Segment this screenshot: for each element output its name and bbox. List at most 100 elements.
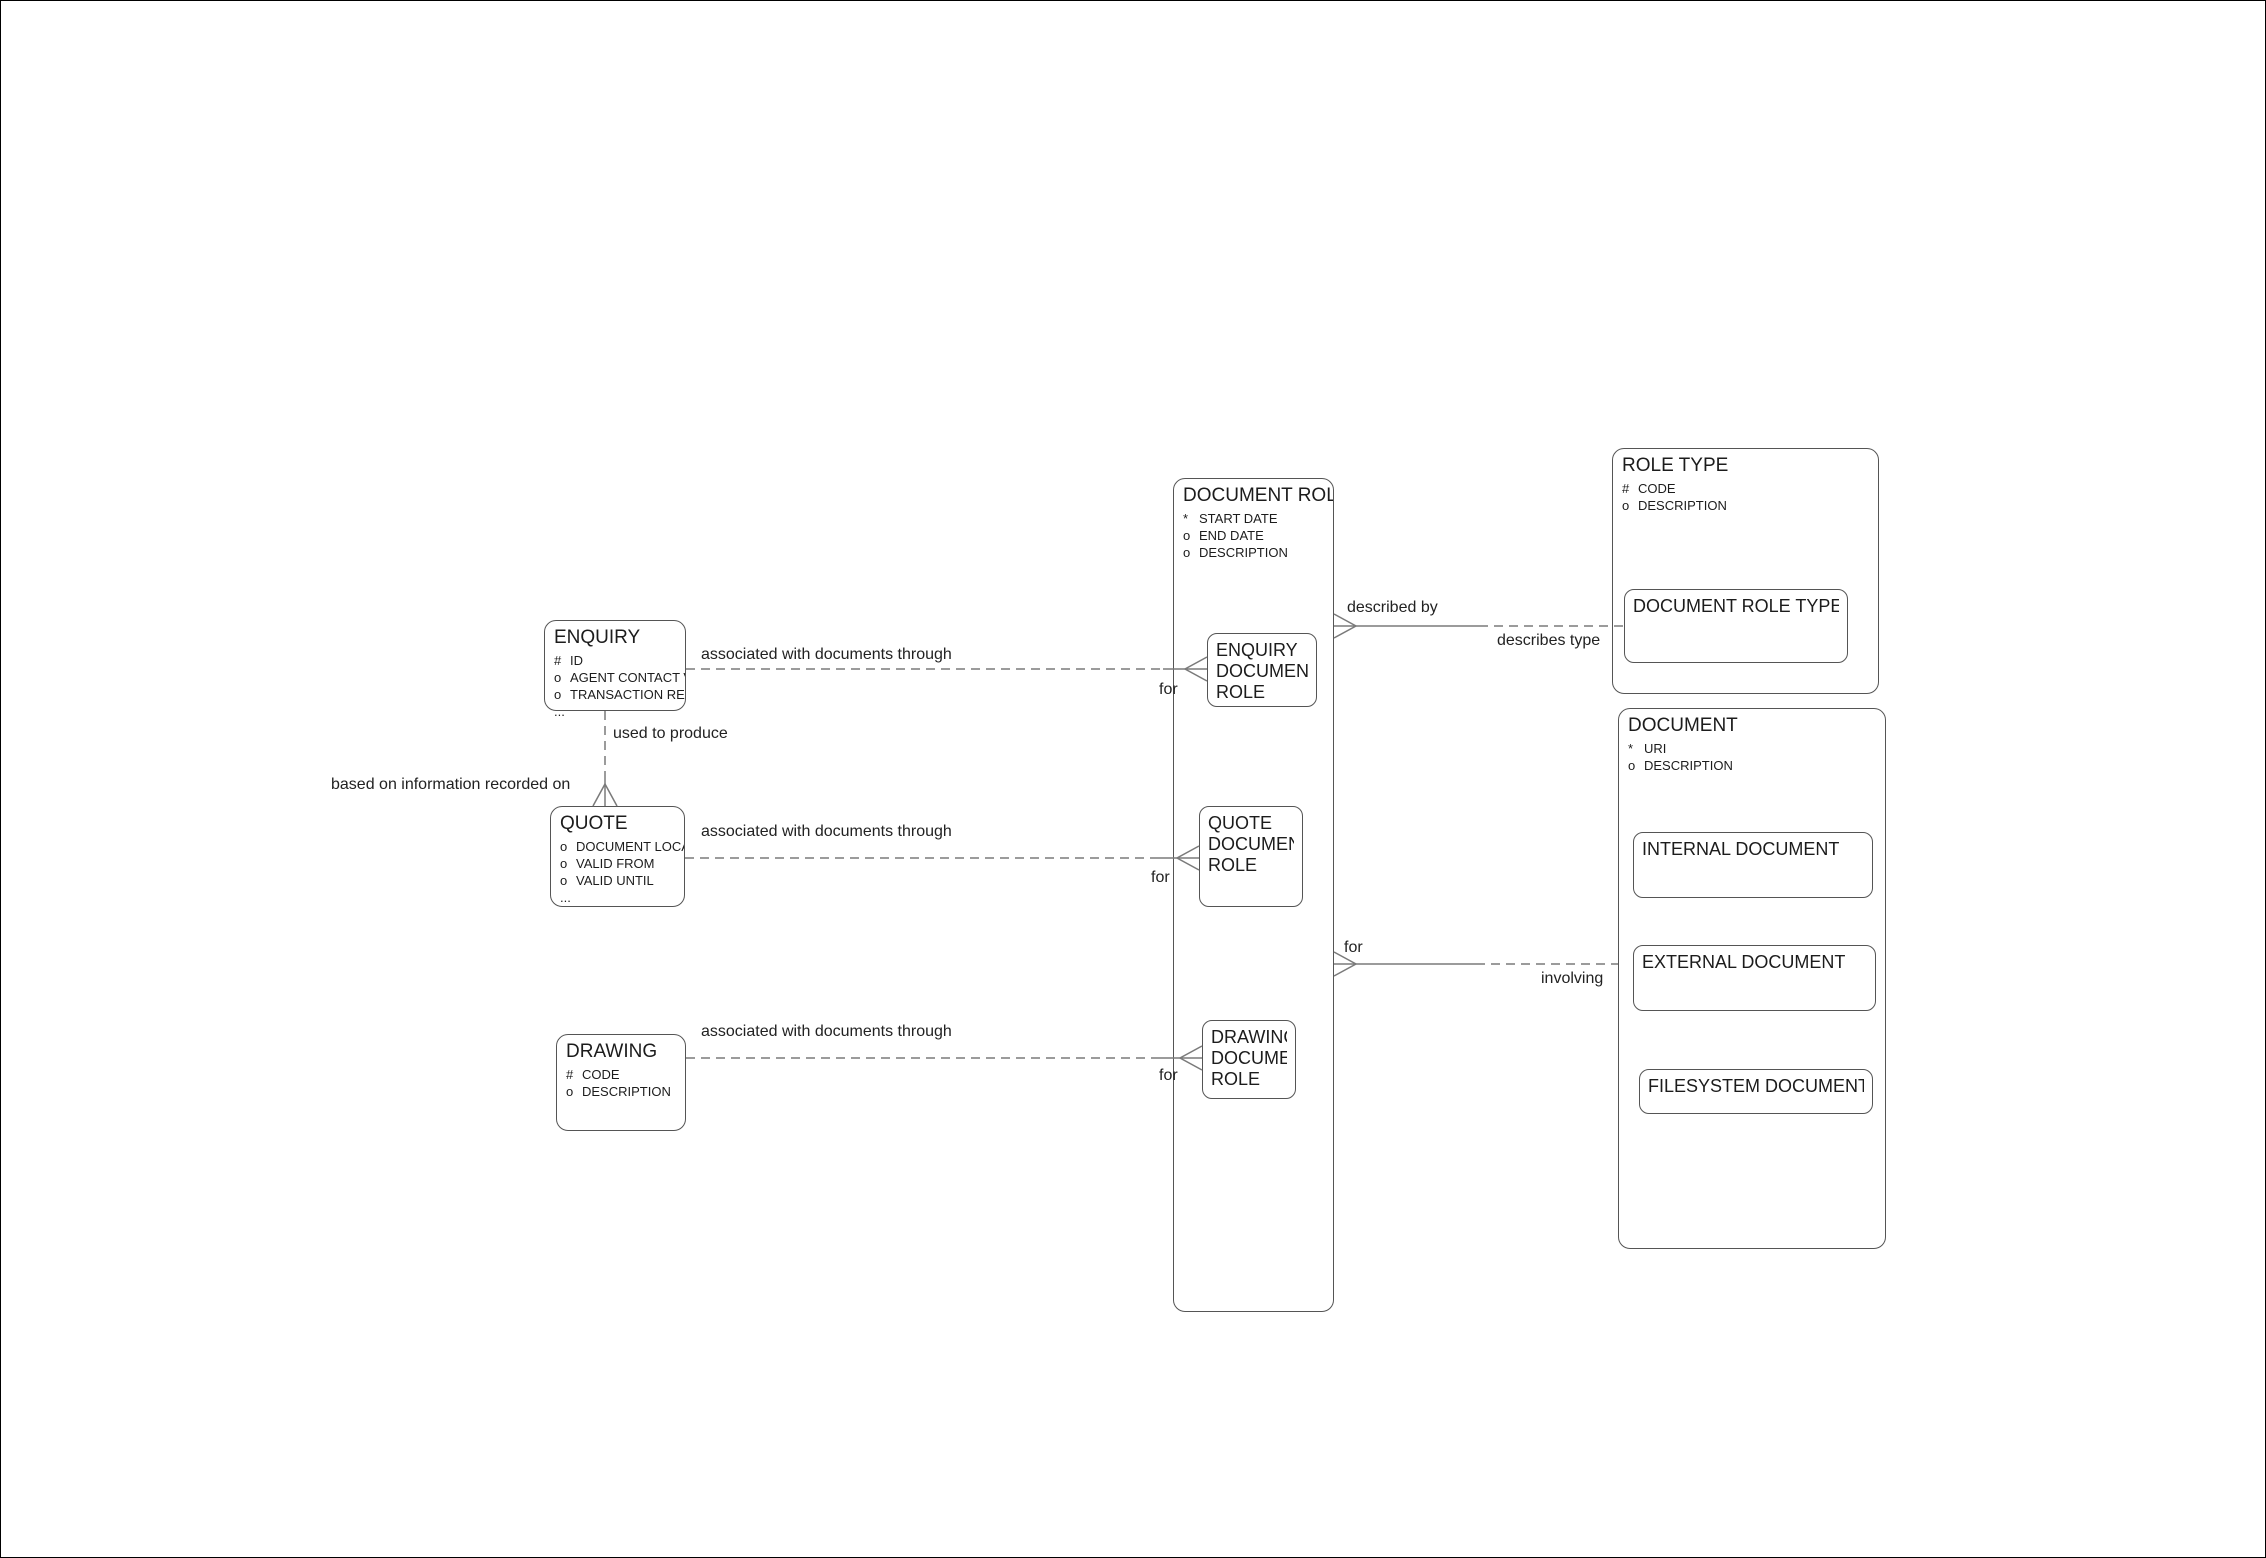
subtype-title: ENQUIRY DOCUMENT ROLE bbox=[1208, 634, 1316, 706]
subtype-document-role-type: DOCUMENT ROLE TYPE bbox=[1624, 589, 1848, 663]
subtype-title-line: FILESYSTEM DOCUMENT bbox=[1648, 1076, 1864, 1096]
attr-name: END DATE bbox=[1199, 528, 1264, 544]
attribute-row: # ID bbox=[545, 652, 685, 669]
subtype-title: FILESYSTEM DOCUMENT bbox=[1640, 1070, 1872, 1103]
subtype-title-line: DOCUMENT ROLE TYPE bbox=[1633, 596, 1839, 616]
attr-name: DESCRIPTION bbox=[1644, 758, 1733, 774]
rel-label-based-on-information: based on information recorded on bbox=[331, 776, 571, 793]
attr-name: DESCRIPTION bbox=[1638, 498, 1727, 514]
entity-document-role-title: DOCUMENT ROLE bbox=[1183, 485, 1333, 506]
attr-marker: o bbox=[554, 687, 562, 703]
rel-label-involving: involving bbox=[1541, 970, 1604, 987]
subtype-title-line: EXTERNAL DOCUMENT bbox=[1642, 952, 1846, 972]
entity-enquiry-title: ENQUIRY bbox=[554, 627, 641, 648]
attribute-row: o DOCUMENT LOCAT bbox=[551, 838, 684, 855]
attribute-row: o VALID FROM bbox=[551, 855, 684, 872]
rel-label-used-to-produce: used to produce bbox=[613, 725, 728, 742]
attr-marker: # bbox=[566, 1066, 574, 1082]
attr-marker: o bbox=[1183, 528, 1191, 544]
attr-marker: o bbox=[560, 838, 568, 854]
subtype-enquiry-document-role: ENQUIRY DOCUMENT ROLE bbox=[1207, 633, 1317, 707]
rel-label-associated-3: associated with documents through bbox=[701, 1023, 952, 1040]
rel-label-describes-type: describes type bbox=[1497, 632, 1601, 649]
subtype-title: DRAWING DOCUMENT ROLE bbox=[1203, 1021, 1295, 1096]
subtype-title: INTERNAL DOCUMENT bbox=[1634, 833, 1872, 866]
attribute-row: o DESCRIPTION bbox=[557, 1083, 685, 1100]
attr-marker: o bbox=[1622, 498, 1630, 514]
attr-marker: o bbox=[560, 856, 568, 872]
attr-name: ID bbox=[570, 652, 583, 668]
rel-label-for-document: for bbox=[1344, 939, 1363, 956]
subtype-title: QUOTE DOCUMENT ROLE bbox=[1200, 807, 1302, 882]
entity-drawing-title: DRAWING bbox=[566, 1041, 658, 1062]
attr-marker: # bbox=[1622, 480, 1630, 496]
subtype-title: DOCUMENT ROLE TYPE bbox=[1625, 590, 1847, 623]
attr-marker: o bbox=[566, 1084, 574, 1100]
subtype-quote-document-role: QUOTE DOCUMENT ROLE bbox=[1199, 806, 1303, 907]
rel-label-described-by: described by bbox=[1347, 599, 1438, 616]
subtype-drawing-document-role: DRAWING DOCUMENT ROLE bbox=[1202, 1020, 1296, 1099]
attr-name: DOCUMENT LOCAT bbox=[576, 838, 684, 854]
attr-marker: o bbox=[1628, 758, 1636, 774]
attr-name: DESCRIPTION bbox=[1199, 545, 1288, 561]
rel-drawing-to-drawing-document-role bbox=[686, 1045, 1203, 1071]
attr-name: AGENT CONTACT VAL bbox=[570, 670, 685, 686]
attr-marker: # bbox=[554, 652, 562, 668]
subtype-title: EXTERNAL DOCUMENT bbox=[1634, 946, 1875, 979]
attr-name: CODE bbox=[582, 1066, 620, 1082]
attribute-row: # CODE bbox=[1613, 480, 1878, 497]
attr-marker: * bbox=[1183, 510, 1189, 526]
subtype-internal-document: INTERNAL DOCUMENT bbox=[1633, 832, 1873, 898]
subtype-title-line: DOCUMENT bbox=[1216, 661, 1308, 682]
attr-name: CODE bbox=[1638, 480, 1676, 496]
rel-label-for-3: for bbox=[1159, 1067, 1178, 1084]
attr-name: START DATE bbox=[1199, 510, 1278, 526]
subtype-title-line: INTERNAL DOCUMENT bbox=[1642, 839, 1840, 859]
entity-drawing: DRAWING # CODE o DESCRIPTION bbox=[556, 1034, 686, 1131]
attribute-row: o TRANSACTION REFE bbox=[545, 686, 685, 703]
subtype-title-line: DRAWING bbox=[1211, 1027, 1287, 1047]
attr-name: DESCRIPTION bbox=[582, 1084, 671, 1100]
rel-label-associated-2: associated with documents through bbox=[701, 823, 952, 840]
subtype-title-line: QUOTE bbox=[1208, 813, 1273, 833]
entity-document-title: DOCUMENT bbox=[1628, 715, 1738, 736]
entity-quote-title: QUOTE bbox=[560, 813, 628, 834]
subtype-external-document: EXTERNAL DOCUMENT bbox=[1633, 945, 1876, 1011]
attribute-row: o VALID UNTIL bbox=[551, 872, 684, 889]
subtype-title-line: DOCUMENT bbox=[1211, 1048, 1287, 1069]
attr-marker: ... bbox=[560, 890, 571, 906]
attribute-row: o DESCRIPTION bbox=[1619, 757, 1885, 774]
subtype-title-line: DOCUMENT bbox=[1208, 834, 1294, 855]
subtype-title-line: ENQUIRY bbox=[1216, 640, 1298, 660]
subtype-title-line: ROLE bbox=[1211, 1069, 1261, 1090]
entity-role-type-title: ROLE TYPE bbox=[1622, 455, 1729, 476]
attribute-row: ... bbox=[545, 703, 685, 720]
attribute-row: * URI bbox=[1619, 740, 1885, 757]
attr-marker: o bbox=[554, 670, 562, 686]
subtype-title-line: ROLE bbox=[1216, 682, 1266, 703]
subtype-filesystem-document: FILESYSTEM DOCUMENT bbox=[1639, 1069, 1873, 1114]
attribute-row: o END DATE bbox=[1174, 527, 1333, 544]
attr-name: VALID FROM bbox=[576, 856, 655, 872]
attr-marker: o bbox=[1183, 545, 1191, 561]
attr-marker: * bbox=[1628, 740, 1634, 756]
rel-quote-to-quote-document-role bbox=[685, 845, 1200, 871]
attribute-row: o DESCRIPTION bbox=[1174, 544, 1333, 561]
attribute-row: o DESCRIPTION bbox=[1613, 497, 1878, 514]
subtype-title-line: ROLE bbox=[1208, 855, 1258, 876]
attr-name: TRANSACTION REFE bbox=[570, 687, 685, 703]
rel-label-for-1: for bbox=[1159, 681, 1178, 698]
attribute-row: * START DATE bbox=[1174, 510, 1333, 527]
attr-name: URI bbox=[1644, 740, 1667, 756]
attribute-row: # CODE bbox=[557, 1066, 685, 1083]
rel-label-associated-1: associated with documents through bbox=[701, 646, 952, 663]
attr-marker: ... bbox=[554, 704, 565, 720]
attr-marker: o bbox=[560, 873, 568, 889]
attribute-row: o AGENT CONTACT VAL bbox=[545, 669, 685, 686]
attr-name: VALID UNTIL bbox=[576, 873, 654, 889]
attribute-row: ... bbox=[551, 889, 684, 906]
rel-label-for-2: for bbox=[1151, 869, 1170, 886]
